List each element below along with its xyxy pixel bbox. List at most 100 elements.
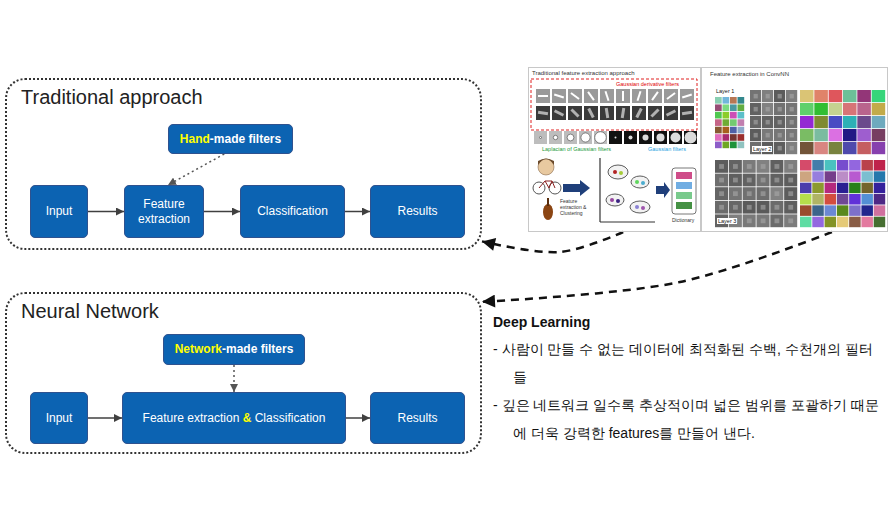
cluster-ellipse [606,194,624,206]
filter-blob [657,134,665,142]
feature-pattern [747,218,752,223]
filter-blob [685,132,697,144]
feature-map [743,214,756,227]
image-patch [861,194,872,205]
feature-map [750,103,761,115]
process-box: Results [370,392,465,444]
feature-map [715,201,728,214]
box-label: Input [42,204,77,219]
filter-cell [664,89,678,103]
filter-blob [540,137,542,139]
figure-caption: Feature extraction & Clustering [560,199,596,216]
figure-caption: Layer 2 [752,146,772,152]
filter-stripe [682,112,692,114]
image-patch [812,217,823,228]
feature-map [750,90,761,102]
image-patch [829,142,843,154]
image-patch [800,160,811,171]
box-text: Classification [257,204,328,218]
image-patch [715,119,722,126]
dictionary-entry [676,192,692,199]
image-patch [800,217,811,228]
note-bullet: - 깊은 네트워크 일수록 추상적이며 넓은 범위를 포괄하기 때문에 더욱 강… [493,391,885,447]
filter-stripe [538,95,548,97]
figure-caption: Dictionary [672,218,694,224]
filter-stripe [605,91,608,101]
filter-cell [664,106,678,120]
image-patch [825,160,836,171]
feature-map [762,103,773,115]
filter-cell [534,131,547,144]
image-patch [738,119,745,126]
image-patch [812,171,823,182]
box-text: Input [46,411,73,425]
feature-pattern [747,164,752,169]
image-patch [837,194,848,205]
image-patch [738,127,745,134]
image-patch [843,103,857,115]
feature-map [715,160,728,173]
feature-map [762,90,773,102]
image-patch [738,112,745,119]
feature-pattern [754,120,758,125]
filter-cell [680,89,694,103]
filter-stripe [571,109,578,116]
filter-cell [549,131,562,144]
filter-cell [600,89,614,103]
feature-pattern [733,191,738,196]
dictionary-entry [676,182,692,189]
axis-line [599,158,600,222]
filter-stripe [588,92,594,100]
feature-pattern [774,164,779,169]
image-patch [843,129,857,141]
image-patch [730,142,737,149]
filter-blob [643,135,649,141]
violin-neck [547,198,549,206]
feature-map [757,174,770,187]
image-patch [814,90,828,102]
image-patch [837,205,848,216]
face-icon [538,159,554,175]
bicycle-frame [539,181,555,188]
process-box: Input [30,392,88,444]
filter-cell [680,106,694,120]
image-patch [812,194,823,205]
cluster-dot [641,181,645,185]
filter-blob [567,134,574,141]
process-box: Results [370,185,465,238]
feature-map [750,116,761,128]
violin-icon [543,204,553,220]
feature-map [762,116,773,128]
connector [88,417,122,419]
cluster-dot [610,198,614,202]
box-label: Network-made filters [171,342,298,357]
filter-blob [629,136,633,140]
image-patch [857,90,871,102]
filter-stripe [538,112,548,114]
feature-pattern [761,191,766,196]
filter-cell [632,106,646,120]
filter-stripe [606,108,608,118]
cluster-dot [641,206,645,210]
image-patch [715,112,722,119]
image-patch [861,160,872,171]
box-label: Hand-made filters [176,132,285,147]
process-box: Classification [240,185,345,238]
feature-pattern [719,178,724,183]
filter-cell [600,106,614,120]
filter-cell [648,106,662,120]
dictionary-icon [672,168,696,214]
feature-map [774,142,785,154]
highlight-word: Network [175,342,222,356]
image-patch [849,160,860,171]
cluster-ellipse [608,165,628,179]
feature-map [770,187,783,200]
illustration-panel: Feature extraction in ConvNNLayer 1Layer… [701,67,888,232]
feature-pattern [747,205,752,210]
feature-pattern [790,146,794,151]
feature-pattern [788,164,793,169]
feature-pattern [788,205,793,210]
feature-pattern [766,94,770,99]
filter-stripe [571,93,579,99]
feature-map [743,187,756,200]
